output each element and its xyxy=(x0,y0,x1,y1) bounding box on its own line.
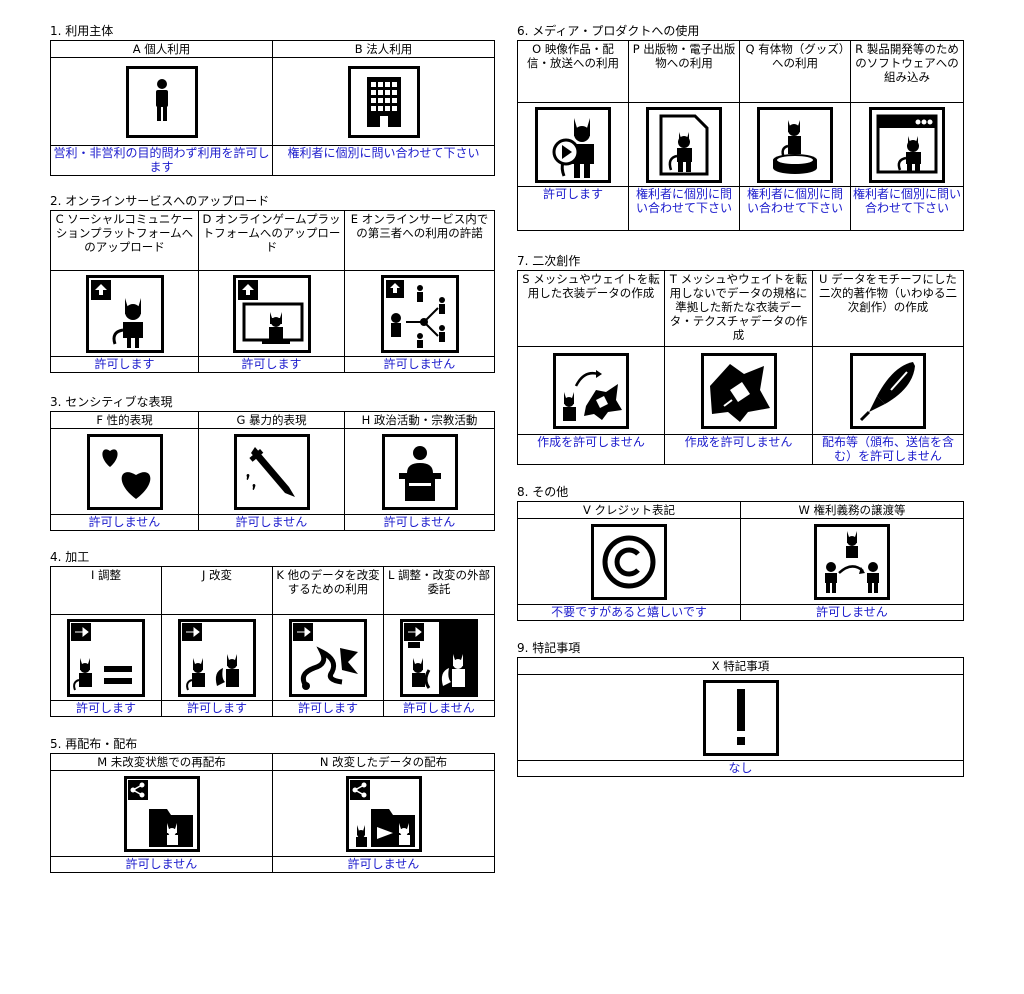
section-title: 7. 二次創作 xyxy=(517,254,581,268)
header-q: Q 有体物（グッズ）への利用 xyxy=(739,40,851,103)
pen-icon xyxy=(850,352,926,429)
building-icon xyxy=(347,65,420,138)
header-s: S メッシュやウェイトを転用した衣装データの作成 xyxy=(517,270,665,347)
status-j: 許可します xyxy=(161,700,273,717)
status-p: 権利者に個別に問い合わせて下さい xyxy=(628,186,740,231)
header-p: P 出版物・電子出版物への利用 xyxy=(628,40,740,103)
status-n: 許可しません xyxy=(272,856,495,873)
outsource-icon xyxy=(400,618,478,697)
header-d: D オンラインゲームプラットフォームへのアップロード xyxy=(198,210,345,271)
exclamation-icon xyxy=(702,679,779,756)
status-c: 許可します xyxy=(50,356,199,373)
knife-icon xyxy=(233,433,310,510)
status-i: 許可します xyxy=(50,700,162,717)
status-e: 許可しません xyxy=(344,356,495,373)
publication-icon xyxy=(646,106,722,183)
status-d: 許可します xyxy=(198,356,345,373)
header-b: B 法人利用 xyxy=(272,40,495,58)
status-r: 権利者に個別に問い合わせて下さい xyxy=(850,186,964,231)
header-m: M 未改変状態での再配布 xyxy=(50,753,273,771)
header-t: T メッシュやウェイトを転用しないでデータの規格に準拠した新たな衣装データ・テク… xyxy=(664,270,813,347)
header-j: J 改変 xyxy=(161,566,273,615)
status-t: 作成を許可しません xyxy=(664,434,813,465)
header-o: O 映像作品・配信・放送への利用 xyxy=(517,40,629,103)
person-icon xyxy=(125,65,198,138)
section-title: 3. センシティブな表現 xyxy=(50,395,173,409)
section-title: 1. 利用主体 xyxy=(50,24,114,38)
section-title: 2. オンラインサービスへのアップロード xyxy=(50,194,270,208)
header-w: W 権利義務の譲渡等 xyxy=(740,501,964,519)
section-title: 4. 加工 xyxy=(50,550,90,564)
status-a: 営利・非営利の目的問わず利用を許可します xyxy=(50,145,273,176)
header-h: H 政治活動・宗教活動 xyxy=(344,411,495,429)
redistribute-icon xyxy=(123,775,200,852)
header-x: X 特記事項 xyxy=(517,657,964,675)
status-f: 許可しません xyxy=(50,514,199,531)
podium-icon xyxy=(381,433,458,510)
header-i: I 調整 xyxy=(50,566,162,615)
software-icon xyxy=(869,106,945,183)
upload-share-icon xyxy=(380,274,459,353)
transfer-icon xyxy=(814,523,890,600)
hearts-icon xyxy=(86,433,163,510)
upload-game-icon xyxy=(232,274,311,353)
video-icon xyxy=(535,106,611,183)
modify-other-icon xyxy=(289,618,367,697)
status-s: 作成を許可しません xyxy=(517,434,665,465)
section-title: 9. 特記事項 xyxy=(517,641,581,655)
header-c: C ソーシャルコミュニケーションプラットフォームへのアップロード xyxy=(50,210,199,271)
header-v: V クレジット表記 xyxy=(517,501,741,519)
upload-avatar-icon xyxy=(85,274,164,353)
header-n: N 改変したデータの配布 xyxy=(272,753,495,771)
header-l: L 調整・改変の外部委託 xyxy=(383,566,495,615)
new-costume-icon xyxy=(700,352,777,429)
goods-icon xyxy=(757,106,833,183)
header-e: E オンラインサービス内での第三者への利用の許諾 xyxy=(344,210,495,271)
section-title: 6. メディア・プロダクトへの使用 xyxy=(517,24,700,38)
header-f: F 性的表現 xyxy=(50,411,199,429)
section-title: 5. 再配布・配布 xyxy=(50,737,138,751)
header-k: K 他のデータを改変するための利用 xyxy=(272,566,384,615)
costume-icon xyxy=(553,352,629,429)
status-x: なし xyxy=(517,760,964,777)
distribute-modified-icon xyxy=(345,775,422,852)
copyright-icon xyxy=(591,523,667,600)
status-m: 許可しません xyxy=(50,856,273,873)
status-k: 許可します xyxy=(272,700,384,717)
status-b: 権利者に個別に問い合わせて下さい xyxy=(272,145,495,176)
adjust-icon xyxy=(67,618,145,697)
status-g: 許可しません xyxy=(198,514,345,531)
status-v: 不要ですがあると嬉しいです xyxy=(517,604,741,621)
status-w: 許可しません xyxy=(740,604,964,621)
status-l: 許可しません xyxy=(383,700,495,717)
section-title: 8. その他 xyxy=(517,485,569,499)
status-u: 配布等（頒布、送信を含む）を許可しません xyxy=(812,434,964,465)
status-q: 権利者に個別に問い合わせて下さい xyxy=(739,186,851,231)
modify-icon xyxy=(178,618,256,697)
header-g: G 暴力的表現 xyxy=(198,411,345,429)
header-u: U データをモチーフにした二次的著作物（いわゆる二次創作）の作成 xyxy=(812,270,964,347)
header-a: A 個人利用 xyxy=(50,40,273,58)
status-o: 許可します xyxy=(517,186,629,231)
header-r: R 製品開発等のためのソフトウェアへの組み込み xyxy=(850,40,964,103)
status-h: 許可しません xyxy=(344,514,495,531)
